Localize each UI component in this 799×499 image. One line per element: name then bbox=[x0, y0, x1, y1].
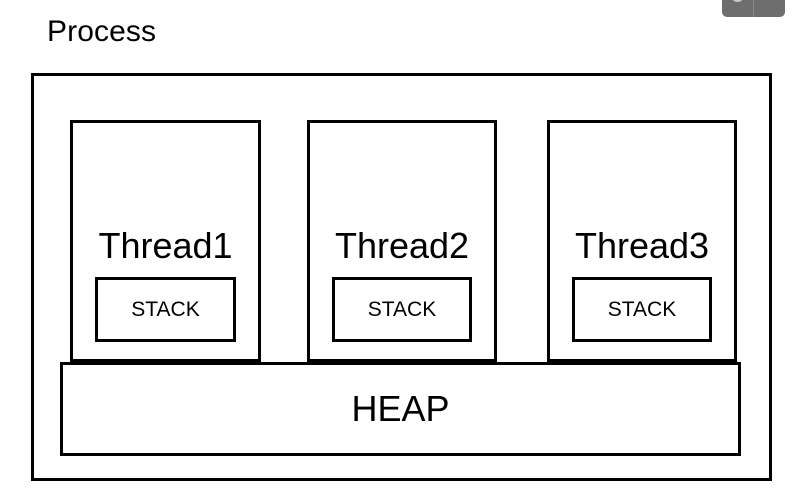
page-title: Process bbox=[47, 15, 157, 48]
thread-box-1: Thread1 STACK bbox=[70, 120, 261, 362]
thread-label-3: Thread3 bbox=[574, 225, 710, 266]
thread-box-3: Thread3 STACK bbox=[547, 120, 737, 362]
thread-label-2: Thread2 bbox=[334, 225, 470, 266]
thread-box-2: Thread2 STACK bbox=[307, 120, 497, 362]
stack-box-2: STACK bbox=[332, 277, 472, 342]
stack-box-3: STACK bbox=[572, 277, 712, 342]
thread-label-1: Thread1 bbox=[98, 225, 233, 266]
stack-label-2: STACK bbox=[367, 297, 437, 321]
heap-label: HEAP bbox=[351, 388, 450, 429]
stack-label-3: STACK bbox=[607, 297, 677, 321]
stack-box-1: STACK bbox=[95, 277, 236, 342]
heap-box: HEAP bbox=[60, 362, 741, 456]
toolbar-widget[interactable] bbox=[722, 0, 785, 17]
toolbar-widget-right-button[interactable] bbox=[754, 0, 786, 17]
circle-icon bbox=[730, 0, 744, 2]
stack-label-1: STACK bbox=[131, 297, 200, 321]
toolbar-widget-left-button[interactable] bbox=[722, 0, 754, 17]
